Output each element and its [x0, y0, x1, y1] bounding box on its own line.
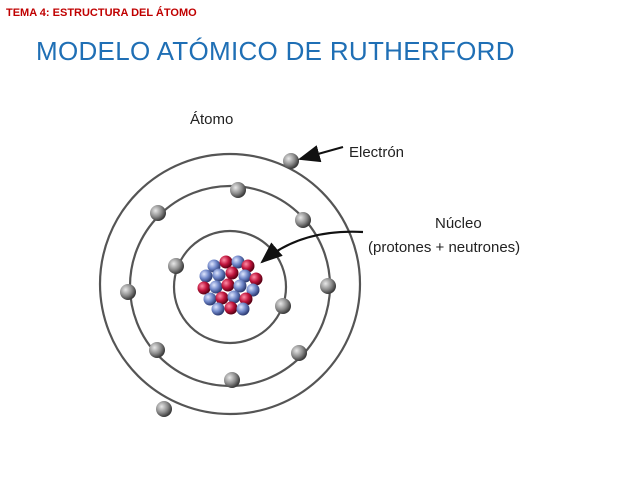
proton — [239, 292, 253, 306]
electron — [320, 278, 336, 294]
proton — [197, 281, 211, 295]
electrons-inner — [168, 258, 291, 314]
topic-label: TEMA 4: ESTRUCTURA DEL ÁTOMO — [6, 7, 197, 19]
nucleus-arrow — [260, 230, 364, 264]
neutron — [212, 268, 226, 282]
atom-label: Átomo — [190, 111, 233, 128]
neutron — [203, 292, 217, 306]
electron — [275, 298, 291, 314]
orbit-inner — [172, 229, 288, 345]
electron-arrow — [297, 145, 344, 163]
neutron — [211, 302, 225, 316]
nucleus — [197, 255, 263, 316]
electron — [283, 153, 299, 169]
electron-label: Electrón — [349, 144, 404, 161]
orbit-outer — [98, 152, 362, 416]
neutron — [233, 279, 247, 293]
neutron — [209, 280, 223, 294]
electron — [230, 182, 246, 198]
electron — [120, 284, 136, 300]
proton — [224, 301, 238, 315]
electron — [291, 345, 307, 361]
proton — [219, 255, 233, 269]
electron — [168, 258, 184, 274]
proton — [225, 266, 239, 280]
electron — [295, 212, 311, 228]
neutron — [231, 255, 245, 269]
proton — [241, 259, 255, 273]
electrons-outer — [120, 153, 299, 417]
electron — [224, 372, 240, 388]
neutron — [238, 269, 252, 283]
proton — [249, 272, 263, 286]
proton — [221, 278, 235, 292]
page-title: MODELO ATÓMICO DE RUTHERFORD — [36, 36, 515, 66]
nucleus-label: Núcleo — [435, 215, 482, 232]
nucleus-detail-label: (protones + neutrones) — [368, 239, 520, 256]
neutron — [236, 302, 250, 316]
electrons-middle — [149, 182, 336, 388]
neutron — [246, 283, 260, 297]
neutron — [199, 269, 213, 283]
electron — [156, 401, 172, 417]
electron — [149, 342, 165, 358]
neutron — [227, 290, 241, 304]
electron — [150, 205, 166, 221]
proton — [215, 291, 229, 305]
